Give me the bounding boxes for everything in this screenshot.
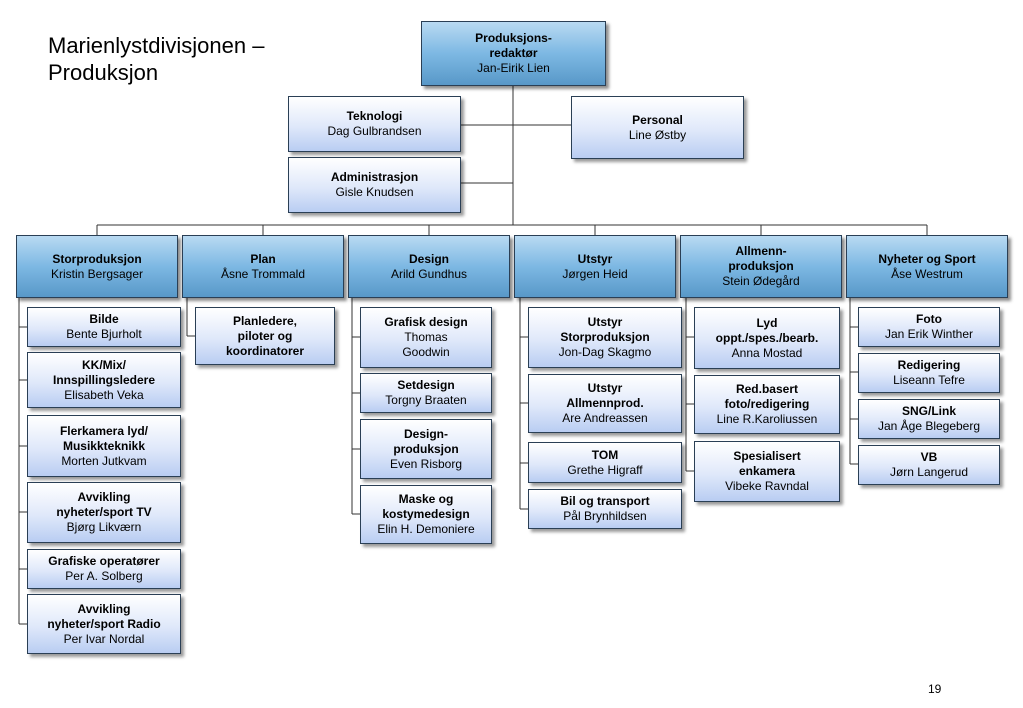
unit-box-designproduksjon: Design- produksjon Even Risborg [360, 419, 492, 479]
unit-box-lyd: Lyd oppt./spes./bearb. Anna Mostad [694, 307, 840, 369]
unit-title: KK/Mix/ Innspillingsledere [52, 357, 156, 387]
unit-person: Per A. Solberg [65, 569, 143, 583]
unit-box-sng-link: SNG/Link Jan Åge Blegeberg [858, 399, 1000, 439]
unit-title: Lyd oppt./spes./bearb. [715, 315, 819, 345]
box-title: Allmenn- produksjon [728, 244, 794, 273]
box-title: Storproduksjon [52, 251, 142, 266]
unit-person: Per Ivar Nordal [63, 631, 145, 646]
box-person: Stein Ødegård [722, 274, 800, 288]
unit-person: Elisabeth Veka [64, 387, 144, 402]
unit-title: Foto [916, 312, 942, 326]
unit-person: Pål Brynhildsen [563, 509, 647, 523]
unit-box-maske-kostyme: Maske og kostymedesign Elin H. Demoniere [360, 485, 492, 544]
box-person: Gisle Knudsen [335, 185, 414, 199]
box-title: Design [408, 251, 449, 266]
org-box-design: Design Arild Gundhus [348, 235, 510, 298]
org-box-personal: Personal Line Østby [571, 96, 744, 159]
box-title: Produksjons- redaktør [475, 31, 552, 60]
unit-person: Jan Åge Blegeberg [877, 419, 981, 433]
unit-box-bil-og-transport: Bil og transport Pål Brynhildsen [528, 489, 682, 529]
org-box-plan: Plan Åsne Trommald [182, 235, 344, 298]
unit-box-utstyr-allmennprod: Utstyr Allmennprod. Are Andreassen [528, 374, 682, 433]
unit-title: Bil og transport [560, 494, 650, 508]
box-person: Line Østby [628, 127, 687, 142]
unit-person: Elin H. Demoniere [377, 522, 475, 536]
unit-box-spesialisert-enkamera: Spesialisert enkamera Vibeke Ravndal [694, 441, 840, 502]
unit-title: Utstyr Allmennprod. [566, 381, 644, 410]
unit-title: Spesialisert enkamera [733, 449, 801, 478]
unit-box-planledere: Planledere, piloter og koordinatorer [195, 307, 335, 365]
unit-title: Planledere, piloter og koordinatorer [225, 313, 304, 358]
unit-box-utstyr-storproduksjon: Utstyr Storproduksjon Jon-Dag Skagmo [528, 307, 682, 368]
unit-person: Grethe Higraff [567, 462, 643, 477]
box-person: Åse Westrum [891, 266, 963, 281]
unit-person: Jan Erik Winther [884, 327, 974, 341]
unit-person: Jon-Dag Skagmo [558, 345, 652, 359]
unit-title: Maske og kostymedesign [382, 492, 470, 521]
unit-title: Utstyr Storproduksjon [560, 315, 650, 344]
unit-person: Liseann Tefre [893, 373, 965, 387]
unit-box-tom: TOM Grethe Higraff [528, 442, 682, 483]
org-box-storproduksjon: Storproduksjon Kristin Bergsager [16, 235, 178, 298]
box-title: Teknologi [346, 109, 403, 123]
unit-box-bilde: Bilde Bente Bjurholt [27, 307, 181, 347]
unit-title: Grafiske operatører [48, 554, 160, 568]
unit-box-setdesign: Setdesign Torgny Braaten [360, 373, 492, 413]
unit-person: Morten Jutkvam [61, 453, 147, 468]
unit-person: Vibeke Ravndal [725, 479, 809, 493]
unit-title: Flerkamera lyd/ Musikkteknikk [59, 423, 149, 453]
box-person: Jørgen Heid [562, 266, 628, 281]
box-person: Dag Gulbrandsen [327, 124, 422, 138]
box-person: Kristin Bergsager [50, 266, 144, 281]
box-title: Administrasjon [330, 170, 419, 184]
box-person: Jan-Eirik Lien [477, 61, 550, 75]
unit-box-vb: VB Jørn Langerud [858, 445, 1000, 485]
box-person: Åsne Trommald [220, 266, 306, 281]
org-box-utstyr: Utstyr Jørgen Heid [514, 235, 676, 298]
unit-box-redigering: Redigering Liseann Tefre [858, 353, 1000, 393]
unit-title: TOM [591, 447, 619, 462]
unit-box-red-basert-foto: Red.basert foto/redigering Line R.Karoli… [694, 375, 840, 434]
unit-person: Torgny Braaten [385, 393, 467, 407]
unit-title: SNG/Link [901, 404, 956, 418]
unit-person: Are Andreassen [562, 411, 648, 425]
unit-title: Design- produksjon [393, 426, 459, 456]
unit-title: Redigering [897, 358, 961, 372]
unit-title: Setdesign [397, 378, 455, 392]
org-box-allmennproduksjon: Allmenn- produksjon Stein Ødegård [680, 235, 842, 298]
unit-person: Anna Mostad [731, 345, 803, 360]
org-box-nyheter-og-sport: Nyheter og Sport Åse Westrum [846, 235, 1008, 298]
unit-box-grafisk-design: Grafisk design Thomas Goodwin [360, 307, 492, 368]
unit-box-flerkamera: Flerkamera lyd/ Musikkteknikk Morten Jut… [27, 415, 181, 477]
org-box-administrasjon: Administrasjon Gisle Knudsen [288, 157, 461, 213]
page-title: Marienlystdivisjonen – Produksjon [48, 33, 265, 85]
box-title: Nyheter og Sport [878, 251, 976, 266]
unit-box-avvikling-radio: Avvikling nyheter/sport Radio Per Ivar N… [27, 594, 181, 654]
page-number: 19 [928, 682, 942, 696]
box-title: Personal [632, 112, 683, 127]
unit-person: Bente Bjurholt [66, 327, 142, 341]
unit-person: Even Risborg [389, 456, 463, 471]
unit-title: Avvikling nyheter/sport TV [56, 490, 152, 519]
unit-title: Grafisk design [384, 315, 468, 329]
unit-box-foto: Foto Jan Erik Winther [858, 307, 1000, 347]
unit-title: VB [920, 450, 938, 464]
unit-box-kk-mix: KK/Mix/ Innspillingsledere Elisabeth Vek… [27, 352, 181, 408]
box-title: Plan [250, 251, 276, 266]
unit-person: Line R.Karoliussen [716, 412, 818, 426]
unit-person: Bjørg Likværn [66, 520, 142, 534]
unit-box-grafiske-operatorer: Grafiske operatører Per A. Solberg [27, 549, 181, 589]
unit-person: Thomas Goodwin [402, 330, 450, 359]
org-box-teknologi: Teknologi Dag Gulbrandsen [288, 96, 461, 152]
box-person: Arild Gundhus [390, 266, 468, 281]
unit-person: Jørn Langerud [889, 465, 969, 479]
unit-box-avvikling-tv: Avvikling nyheter/sport TV Bjørg Likværn [27, 482, 181, 543]
unit-title: Red.basert foto/redigering [724, 382, 810, 411]
org-box-produksjonsredaktor: Produksjons- redaktør Jan-Eirik Lien [421, 21, 606, 86]
unit-title: Avvikling nyheter/sport Radio [47, 601, 161, 631]
box-title: Utstyr [577, 251, 613, 266]
unit-title: Bilde [89, 312, 119, 326]
